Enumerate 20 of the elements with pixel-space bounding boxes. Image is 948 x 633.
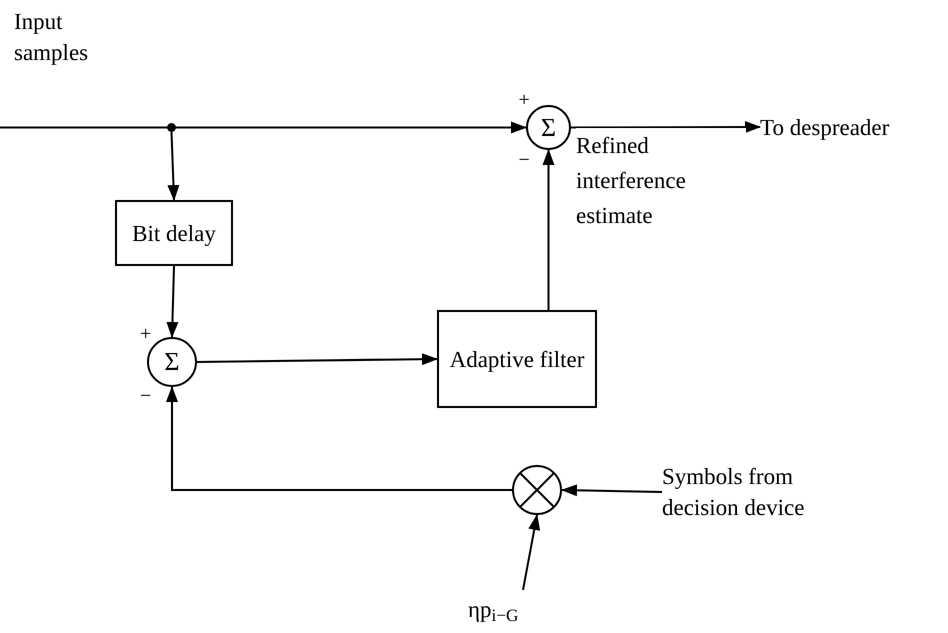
output-label: To despreader [760,110,940,144]
input-label: Input samples [14,4,134,70]
input-label: Symbols from decision device [662,460,862,524]
arrow [166,386,512,491]
arrow [571,121,761,134]
sign-label: − [518,150,530,170]
arrow [522,514,540,590]
process-box: Bit delay [115,200,233,266]
summing-junction: Σ [147,337,197,387]
sign-label: − [140,386,152,406]
arrow [542,149,554,310]
arrow [167,132,180,201]
multiplier-symbol [512,465,562,515]
process-box: Adaptive filter [437,310,597,408]
arrow [176,122,527,134]
coefficient-label: ηp$_{i−G}$ [468,590,578,628]
arrow [166,266,178,338]
summing-junction: Σ [526,105,571,150]
arrow [196,353,438,366]
arrow [561,484,662,496]
